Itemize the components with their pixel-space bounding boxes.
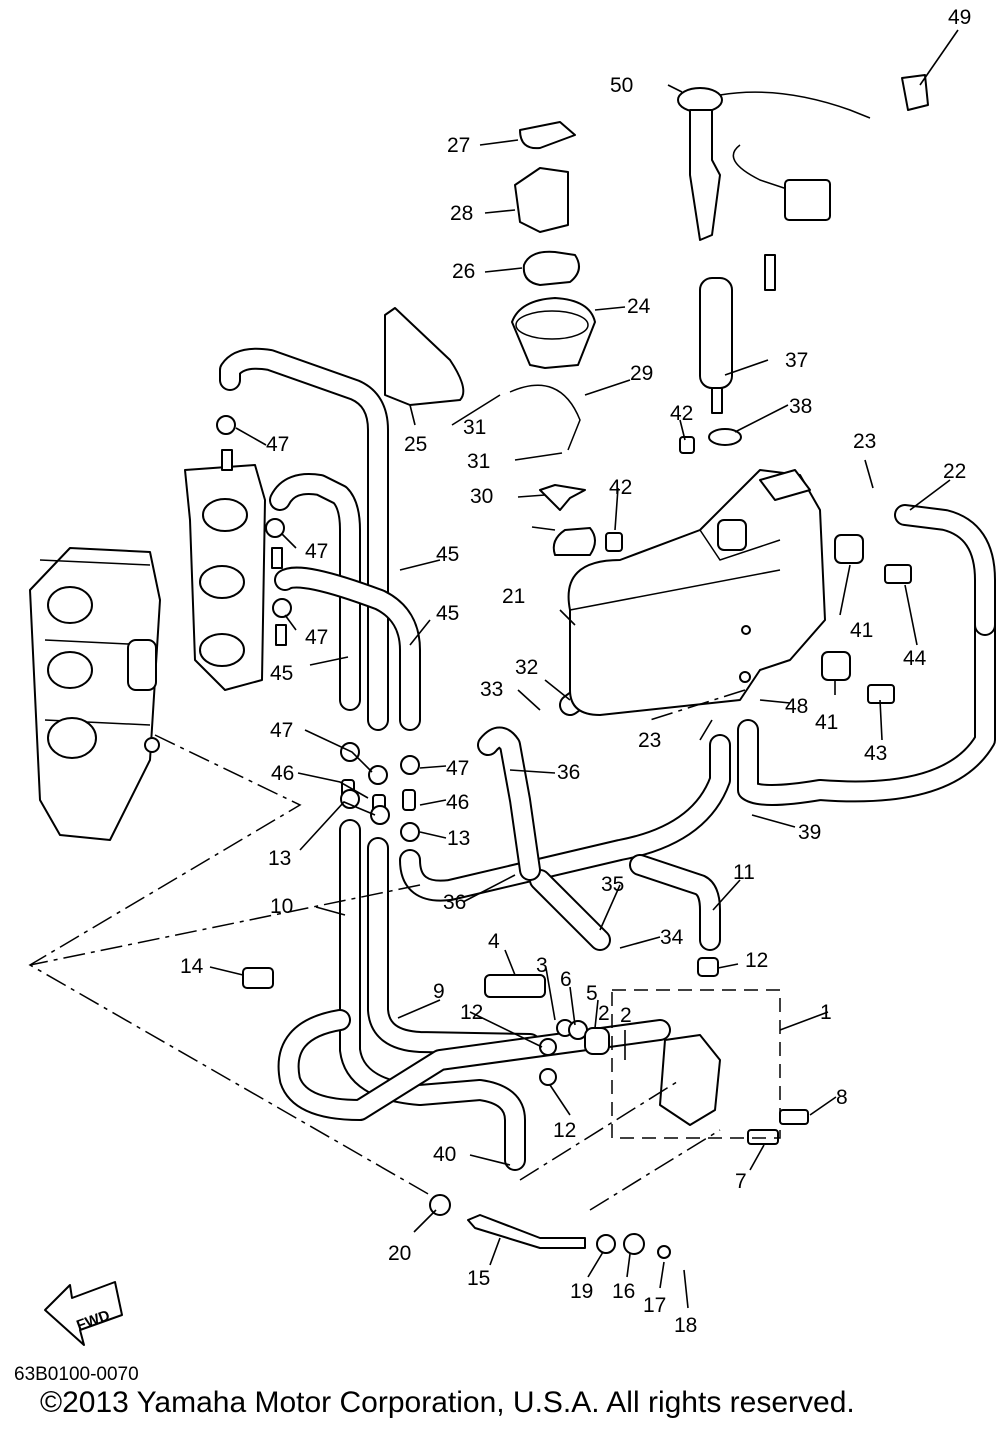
callout-3: 3 <box>536 954 548 977</box>
copyright-notice: ©2013 Yamaha Motor Corporation, U.S.A. A… <box>40 1386 855 1419</box>
callout-11: 11 <box>733 861 755 884</box>
diagram-code: 63B0100-0070 <box>14 1364 139 1385</box>
callout-14: 14 <box>180 955 204 978</box>
callout-5: 5 <box>586 982 598 1005</box>
callout-50: 50 <box>610 74 633 97</box>
carburetor-plate <box>184 449 287 691</box>
callout-10: 10 <box>270 895 293 918</box>
oil-tank <box>552 469 826 716</box>
oil-pump <box>484 974 809 1145</box>
callout-30: 30 <box>470 485 493 508</box>
callout-7: 7 <box>735 1170 747 1193</box>
callout-15: 15 <box>467 1267 490 1290</box>
callout-49: 49 <box>948 6 971 29</box>
callout-45c: 45 <box>270 662 293 685</box>
callout-36a: 36 <box>557 761 580 784</box>
callout-42b: 42 <box>609 476 632 499</box>
callout-45a: 45 <box>436 543 459 566</box>
callout-36b: 36 <box>443 891 466 914</box>
callout-13a: 13 <box>447 827 470 850</box>
callout-47b: 47 <box>305 540 328 563</box>
callout-12b: 12 <box>460 1001 483 1024</box>
callout-23a: 23 <box>853 430 876 453</box>
callout-6: 6 <box>560 968 572 991</box>
callout-2b: 2 <box>598 1002 610 1025</box>
callout-32: 32 <box>515 656 538 679</box>
callout-27: 27 <box>447 134 470 157</box>
callout-41a: 41 <box>850 619 873 642</box>
callout-4: 4 <box>488 930 500 953</box>
reference-lines <box>28 689 746 1211</box>
callout-numbers: 1 2 3 4 5 6 7 8 9 10 11 12 12 12 13 13 1… <box>180 6 971 1337</box>
callout-17: 17 <box>643 1294 666 1317</box>
callout-44: 44 <box>903 647 927 670</box>
callout-43: 43 <box>864 742 887 765</box>
callout-31b: 31 <box>467 450 490 473</box>
callout-37: 37 <box>785 349 808 372</box>
callout-34: 34 <box>660 926 684 949</box>
forward-arrow-icon: FWD <box>44 1281 123 1346</box>
callout-20: 20 <box>388 1242 411 1265</box>
callout-39: 39 <box>798 821 821 844</box>
callout-42a: 42 <box>670 402 693 425</box>
sensor-assembly <box>677 74 929 446</box>
callout-24: 24 <box>627 295 651 318</box>
callout-38: 38 <box>789 395 812 418</box>
callout-47a: 47 <box>266 433 289 456</box>
callout-25: 25 <box>404 433 427 456</box>
callout-33: 33 <box>480 678 503 701</box>
callout-47e: 47 <box>446 757 469 780</box>
callout-2: 2 <box>620 1004 632 1027</box>
callout-29: 29 <box>630 362 653 385</box>
callout-41b: 41 <box>815 711 838 734</box>
callout-12c: 12 <box>553 1119 576 1142</box>
intake-manifold-block <box>29 547 161 841</box>
clips <box>216 415 719 1086</box>
drain-line <box>429 1194 671 1259</box>
callout-40: 40 <box>433 1143 456 1166</box>
callout-22: 22 <box>943 460 966 483</box>
leader-lines <box>209 29 959 1309</box>
callout-46b: 46 <box>446 791 469 814</box>
callout-35: 35 <box>601 873 624 896</box>
fasteners <box>605 436 912 704</box>
callout-28: 28 <box>450 202 473 225</box>
callout-21: 21 <box>502 585 525 608</box>
callout-31a: 31 <box>463 416 486 439</box>
callout-12a: 12 <box>745 949 768 972</box>
callout-1: 1 <box>820 1001 832 1024</box>
callout-46a: 46 <box>271 762 294 785</box>
callout-18: 18 <box>674 1314 697 1337</box>
callout-47d: 47 <box>270 719 293 742</box>
callout-45b: 45 <box>436 602 459 625</box>
callout-48: 48 <box>785 695 808 718</box>
callout-19: 19 <box>570 1280 593 1303</box>
callout-16: 16 <box>612 1280 635 1303</box>
callout-47c: 47 <box>305 626 328 649</box>
callout-26: 26 <box>452 260 475 283</box>
callout-13b: 13 <box>268 847 291 870</box>
callout-23b: 23 <box>638 729 661 752</box>
callout-9: 9 <box>433 980 445 1003</box>
filler-parts <box>384 121 596 511</box>
callout-8: 8 <box>836 1086 848 1109</box>
